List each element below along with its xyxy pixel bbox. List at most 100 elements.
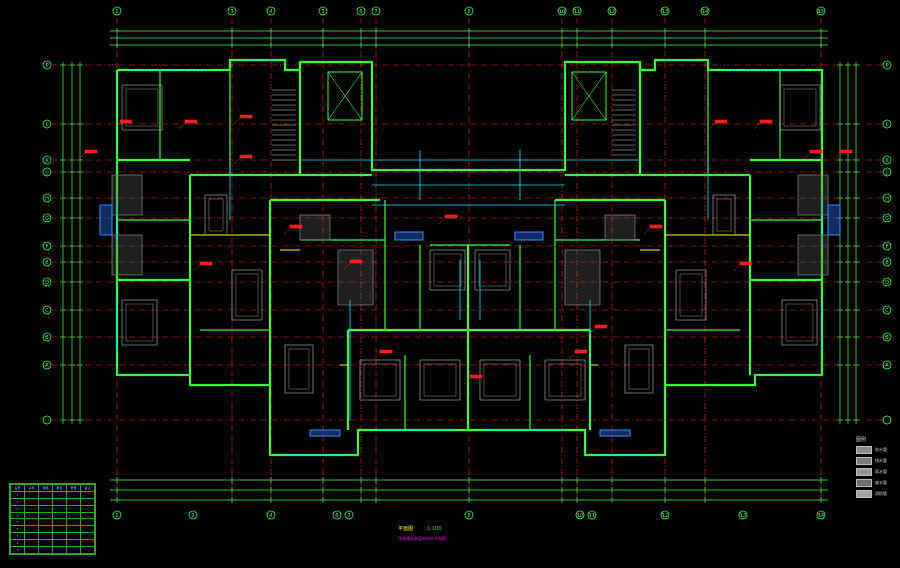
schedule-cell: 备注 [80,484,95,492]
annotation-tag [469,374,483,379]
leader [178,122,186,130]
schedule-row: 8 [10,539,95,548]
grid-bubble-label: B [45,335,49,341]
grid-bubble [227,6,237,16]
annotation-tag [184,119,198,124]
schedule-cell [66,504,81,513]
wet-area [604,214,636,241]
furniture-inner [363,363,397,397]
schedule-cell [24,511,39,520]
schedule-cell [80,539,95,548]
legend: 图例 给水管 排水管 雨水管 废水管 消防管 [856,436,900,499]
grid-bubble [266,510,276,520]
schedule-cell: 8 [10,539,25,548]
grid-bubble-label: 11 [574,9,580,15]
grid-bubble-label: 12 [609,9,615,15]
leader [343,262,351,270]
furniture-inner [208,198,224,232]
grid-bubble [112,6,122,16]
annotation-tag [594,324,608,329]
legend-swatch [856,489,872,498]
legend-title: 图例 [856,437,867,443]
furniture [121,299,158,346]
leader [708,122,716,130]
schedule-row: 7 [10,532,95,541]
grid-bubble-label: K [45,158,49,164]
leader [833,152,841,160]
annotation-tag [649,224,663,229]
fixture [309,429,341,437]
grid-bubble [42,167,52,177]
schedule-cell [66,518,81,527]
grid-bubble-label: 8 [467,513,470,519]
grid-bubble [464,6,474,16]
grid-bubble-label: 14 [702,9,708,15]
schedule-cell [66,546,81,554]
grid-bubble [42,257,52,267]
schedule-cell [80,497,95,506]
schedule-cell: 名称 [24,484,39,492]
dimension-lines [60,28,859,503]
leader [233,157,241,165]
drawing-subtitle: 住宅楼标准层给排水平面图 [398,536,446,541]
furniture [284,344,314,394]
annotation-tag [444,214,458,219]
grid-bubble [816,6,826,16]
wet-area [337,249,374,306]
furniture-inner [783,88,817,127]
grid-bubble-label: 13 [740,513,746,519]
grid-bubble-label: 7 [374,9,377,15]
grid-bubble [882,257,892,267]
grid-bubble-label: 7 [347,513,350,519]
furniture-inner [433,253,462,287]
schedule-cell [24,490,39,499]
schedule-row: 9 [10,546,95,554]
schedule-cell: 单位 [52,484,67,492]
drawing-title-text: 平面图 [398,526,414,532]
grid-bubble-label: 4 [269,9,272,15]
schedule-cell [80,511,95,520]
furniture-inner [478,253,507,287]
leader [193,264,201,272]
schedule-cell [38,525,53,534]
grid-bubble-label: J [45,170,47,176]
grid-bubble-label: H [45,196,49,202]
schedule-cell: 4 [10,511,25,520]
legend-swatch [856,445,872,454]
grid-bubble-label: G [45,216,49,222]
grid-bubble-label: D [885,280,889,286]
furniture [781,299,818,346]
schedule-cell: 2 [10,497,25,506]
grid-bubble [266,6,276,16]
annotation-tag [289,224,303,229]
grid-bubble-label: L [886,122,889,128]
legend-item: 消防管 [856,488,900,499]
grid-bubble [42,277,52,287]
schedule-cell [38,497,53,506]
furniture [779,84,821,131]
annotation-tag [714,119,728,124]
schedule-cell [80,490,95,499]
leader [78,152,86,160]
leader [753,122,761,130]
schedule-cell: 数量 [66,484,81,492]
furniture [479,359,521,401]
leader [803,152,811,160]
leader [463,377,471,385]
leader [233,117,241,125]
schedule-row: 2 [10,497,95,506]
furniture-inner [423,363,457,397]
grid-bubble-label: 3 [230,9,233,15]
schedule-cell: 编号 [10,484,25,492]
schedule-cell [80,518,95,527]
annotation-tag [84,149,98,154]
furniture-inner [125,88,159,127]
schedule-cell: 3 [10,504,25,513]
leader [283,227,291,235]
schedule-cell [52,518,67,527]
grid-bubble-label: F [46,244,49,250]
grid-bubble [587,510,597,520]
grid-bubble-label: 11 [589,513,595,519]
furniture-inner [716,198,732,232]
schedule-cell [38,546,53,554]
